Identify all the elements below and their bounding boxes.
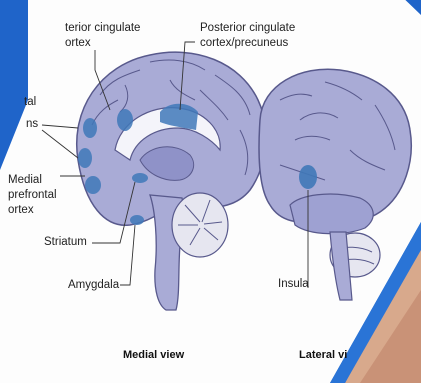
label-amygdala: Amygdala xyxy=(68,279,119,292)
label-posterior-cingulate-line1: Posterior cingulate xyxy=(200,22,295,35)
frontal-region-2 xyxy=(78,148,92,168)
label-frontal-line1: tal xyxy=(24,96,36,109)
frontal-region-1 xyxy=(83,118,97,138)
insula-region xyxy=(299,165,317,189)
label-medial-prefrontal-line2: prefrontal xyxy=(8,189,57,202)
label-striatum: Striatum xyxy=(44,236,87,249)
label-anterior-cingulate-line2: ortex xyxy=(65,37,91,50)
label-posterior-cingulate-line2: cortex/precuneus xyxy=(200,37,288,50)
medial-view-caption: Medial view xyxy=(123,349,184,361)
medial-cerebellum xyxy=(172,193,228,257)
anterior-cingulate-region xyxy=(117,109,133,131)
label-medial-prefrontal-line1: Medial xyxy=(8,174,42,187)
striatum-region xyxy=(132,173,148,183)
label-insula: Insula xyxy=(278,278,309,291)
label-anterior-cingulate-line1: terior cingulate xyxy=(65,22,140,35)
label-frontal-line2: ns xyxy=(26,118,38,131)
medial-prefrontal-region xyxy=(85,176,101,194)
amygdala-region xyxy=(130,215,144,225)
label-medial-prefrontal-line3: ortex xyxy=(8,204,34,217)
lateral-view-caption: Lateral vi xyxy=(299,349,347,361)
